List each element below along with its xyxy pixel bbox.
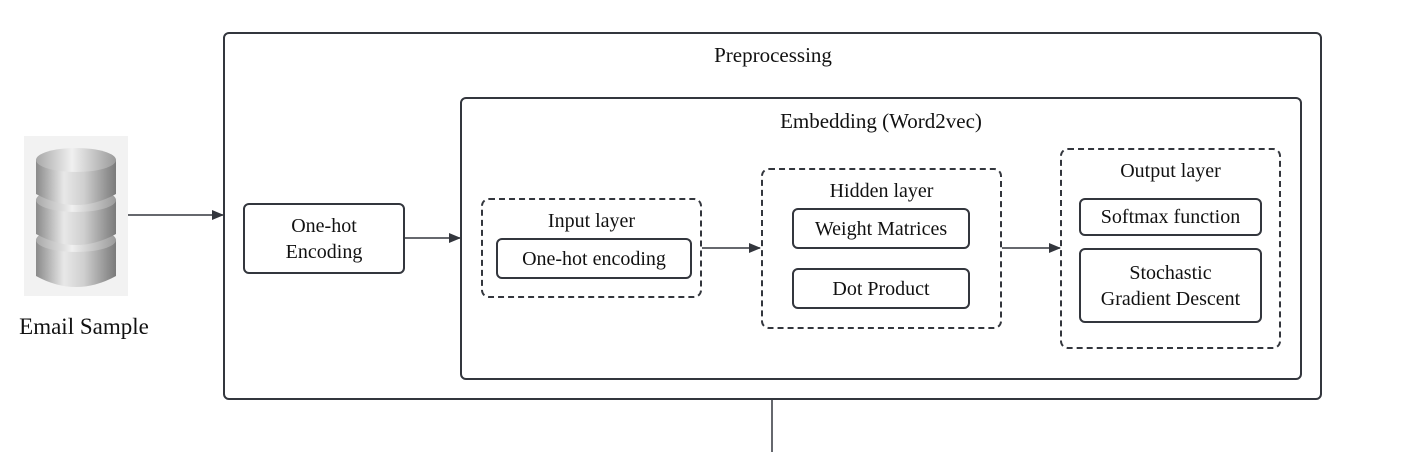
weight-matrices-node: Weight Matrices	[792, 208, 970, 249]
embedding-title: Embedding (Word2vec)	[780, 109, 982, 133]
output-layer-title: Output layer	[1120, 160, 1221, 182]
onehot-encoding-node: One-hot Encoding	[243, 203, 405, 274]
embedding-container	[460, 97, 1302, 380]
input-layer-title: Input layer	[547, 210, 636, 232]
database-icon	[24, 136, 128, 296]
source-label: Email Sample	[19, 314, 149, 339]
dot-product-node: Dot Product	[792, 268, 970, 309]
preprocessing-title: Preprocessing	[714, 43, 832, 67]
input-onehot-node: One-hot encoding	[496, 238, 692, 279]
softmax-node: Softmax function	[1079, 198, 1262, 236]
output-layer-group	[1060, 148, 1281, 349]
hidden-layer-title: Hidden layer	[829, 180, 934, 202]
input-layer-group	[481, 198, 702, 298]
sgd-node: Stochastic Gradient Descent	[1079, 248, 1262, 323]
preprocessing-container	[223, 32, 1322, 400]
hidden-layer-group	[761, 168, 1002, 329]
